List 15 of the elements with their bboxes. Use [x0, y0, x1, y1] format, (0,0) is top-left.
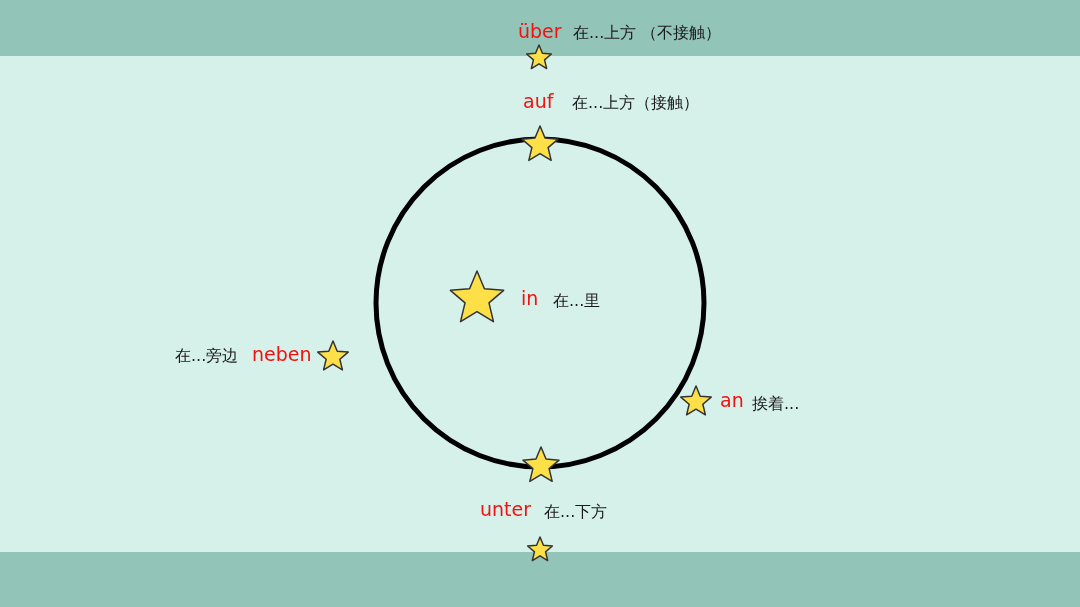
preposition-word: neben [252, 343, 312, 366]
translation-text: 在...上方（接触） [572, 93, 700, 113]
preposition-word: an [720, 389, 744, 412]
circle-outline [373, 136, 707, 470]
background-band [0, 0, 1080, 56]
translation-text: 在...里 [553, 291, 601, 311]
translation-text: 在...下方 [544, 502, 608, 522]
translation-text: 在...上方 （不接触） [573, 23, 722, 43]
translation-text: 在...旁边 [175, 346, 239, 366]
preposition-word: in [521, 287, 539, 310]
preposition-word: auf [523, 90, 554, 113]
translation-text: 挨着... [752, 394, 800, 414]
preposition-word: unter [480, 498, 532, 521]
preposition-word: über [518, 20, 562, 43]
background-band [0, 552, 1080, 607]
